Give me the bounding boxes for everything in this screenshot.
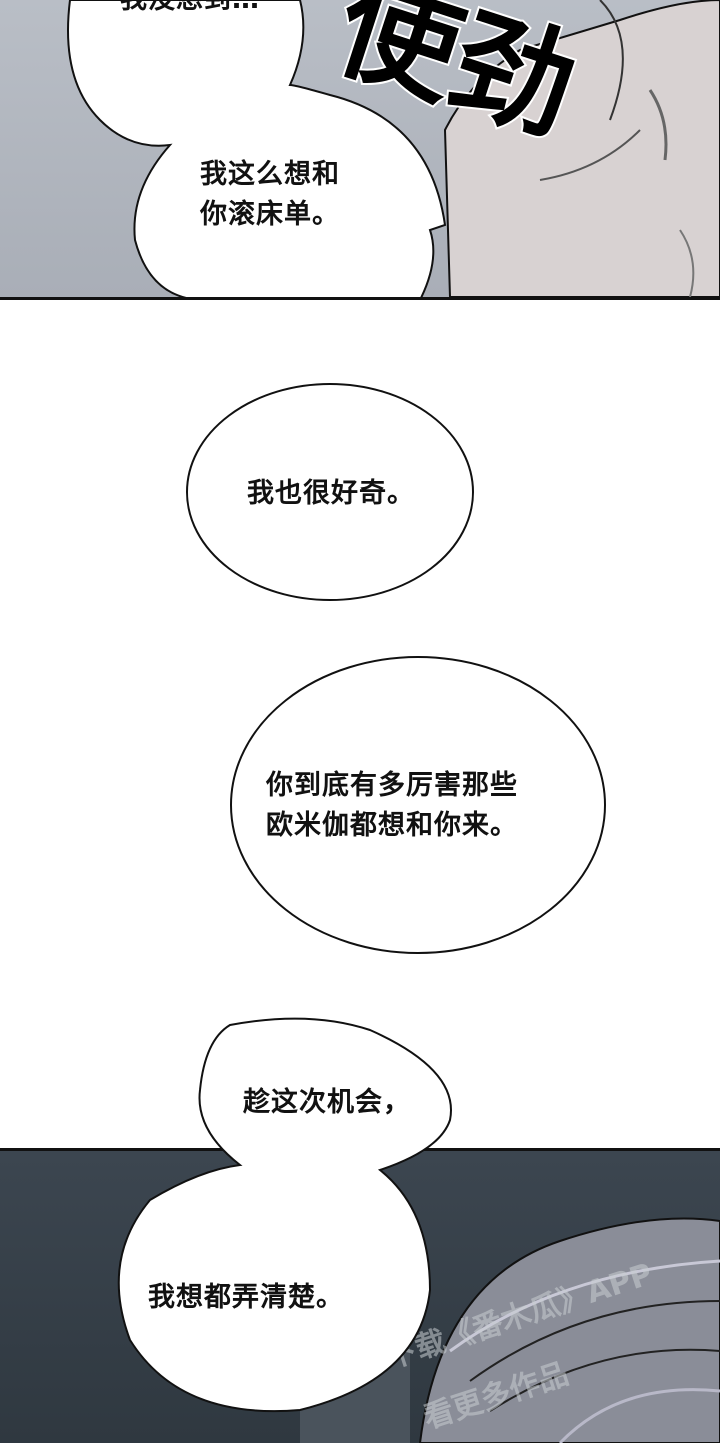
speech-bubble-cut: 我没想到… [120,0,260,20]
speech-bubble: 我这么想和 你滚床单。 [200,159,340,230]
character-art [67,0,720,297]
speech-bubble: 我也很好奇。 [247,478,415,509]
comic-panel-bottom: 下载《番木瓜》APP 看更多作品 [0,1148,720,1443]
comic-panel-top: 我没想到… 使劲 我这么想和 你滚床单。 [0,0,720,300]
speech-bubble: 你到底有多厉害那些 欧米伽都想和你来。 [266,770,518,841]
speech-bubble: 我想都弄清楚。 [148,1282,344,1313]
speech-bubble: 趁这次机会， [243,1087,411,1118]
